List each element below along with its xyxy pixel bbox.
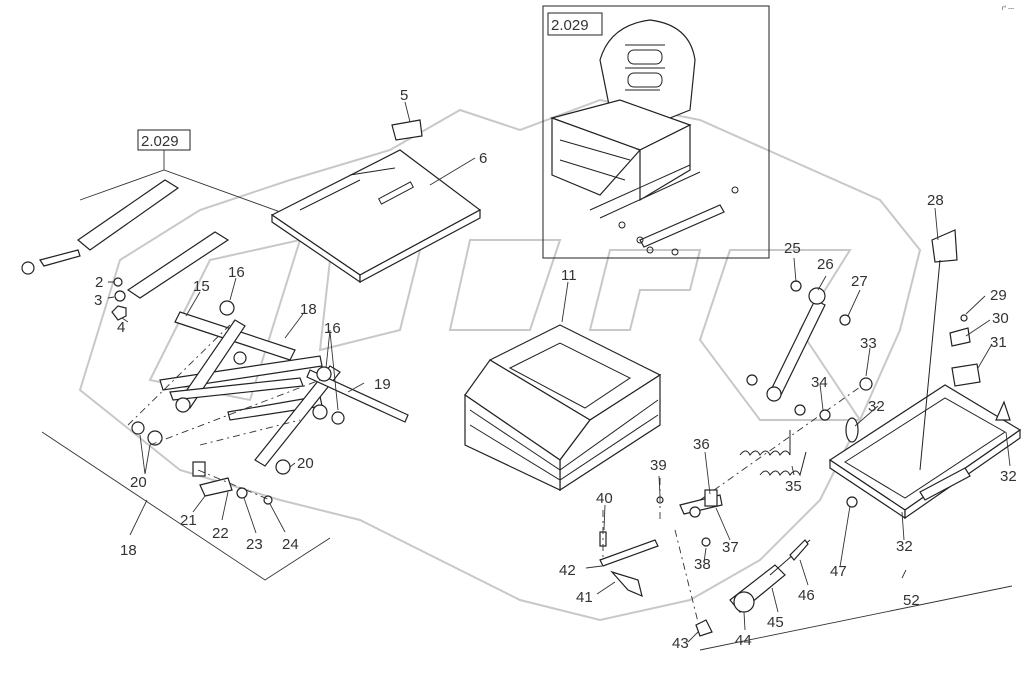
callout-16a: 16 (228, 264, 245, 281)
callout-42: 42 (559, 562, 576, 579)
lever-mechanism (585, 451, 731, 631)
callout-29: 29 (990, 287, 1007, 304)
callout-41: 41 (576, 589, 593, 606)
inset-ref-label: 2.029 (551, 17, 589, 34)
callout-15: 15 (193, 278, 210, 295)
callout-36: 36 (693, 436, 710, 453)
callout-33: 33 (860, 335, 877, 352)
corner-mark: r° --- (1002, 6, 1014, 12)
left-ref-group: 2.029 (79, 129, 331, 231)
callout-5: 5 (400, 87, 408, 104)
callout-46: 46 (798, 587, 815, 604)
callout-45: 45 (767, 614, 784, 631)
callout-2: 2 (95, 274, 103, 291)
callout-32a: 32 (868, 398, 885, 415)
callout-44: 44 (735, 632, 752, 649)
callout-40: 40 (596, 490, 613, 507)
callout-19: 19 (374, 376, 391, 393)
callout-47: 47 (830, 563, 847, 580)
inset-ref-box (547, 12, 603, 36)
fasteners-2-3-4 (107, 277, 129, 323)
callout-22: 22 (212, 525, 229, 542)
callout-37: 37 (722, 539, 739, 556)
callout-24: 24 (282, 536, 299, 553)
small-parts-21-24 (192, 461, 286, 534)
callout-11: 11 (561, 267, 577, 284)
callout-31: 31 (990, 334, 1007, 351)
callout-35: 35 (785, 478, 802, 495)
callout-20a: 20 (130, 474, 147, 491)
callout-30: 30 (992, 310, 1009, 327)
callout-43: 43 (672, 635, 689, 652)
bellows (464, 281, 662, 492)
seat-assembly-inset: 2.029 (542, 5, 770, 259)
callout-34: 34 (811, 374, 828, 391)
callout-21: 21 (180, 512, 197, 529)
callout-6: 6 (479, 150, 487, 167)
callout-16b: 16 (324, 320, 341, 337)
callout-23: 23 (246, 536, 263, 553)
callout-28: 28 (927, 192, 944, 209)
callout-26: 26 (817, 256, 834, 273)
callout-20b: 20 (297, 455, 314, 472)
scissor-mechanism (41, 277, 409, 581)
callout-4: 4 (117, 319, 125, 336)
left-ref-label: 2.029 (141, 133, 179, 150)
release-lever (687, 539, 811, 643)
callout-32c: 32 (896, 538, 913, 555)
callouts: 2 3 4 5 6 11 15 16 16 18 18 19 20 20 21 … (94, 6, 1017, 652)
callout-18a: 18 (300, 301, 317, 318)
base-frame (699, 207, 1022, 651)
callout-18b: 18 (120, 542, 137, 559)
callout-32b: 32 (1000, 468, 1017, 485)
callout-27: 27 (851, 273, 868, 290)
callout-25: 25 (784, 240, 801, 257)
callout-38: 38 (694, 556, 711, 573)
callout-3: 3 (94, 292, 102, 309)
callout-52: 52 (903, 592, 920, 609)
callout-39: 39 (650, 457, 667, 474)
slide-rails (21, 179, 230, 299)
seat-plate (270, 101, 482, 284)
springs (699, 379, 871, 501)
shock-absorber (746, 257, 861, 416)
